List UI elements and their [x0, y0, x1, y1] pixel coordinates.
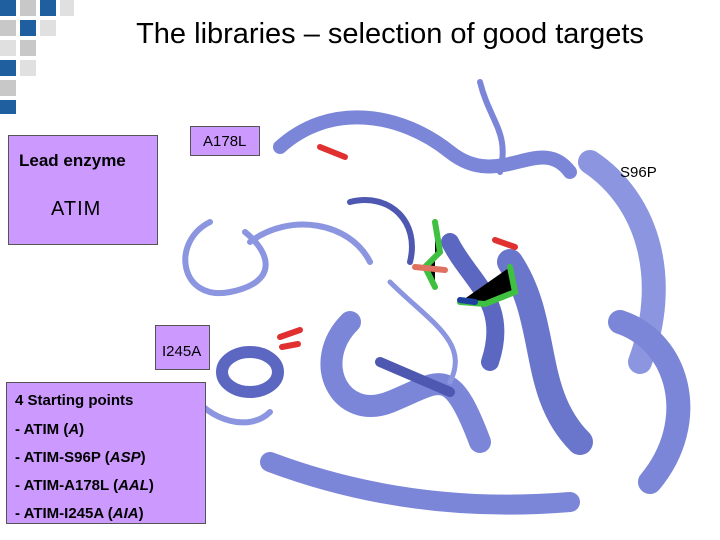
lead-enzyme-heading: Lead enzyme	[19, 151, 126, 170]
decorative-corner-squares	[0, 0, 74, 114]
list-item: - ATIM-I245A (AIA)	[15, 505, 144, 522]
mutation-a178l-box: A178L	[190, 126, 260, 156]
mutation-i245a-box: I245A	[155, 325, 210, 370]
starting-points-box: 4 Starting points - ATIM (A) - ATIM-S96P…	[6, 382, 206, 524]
mutation-i245a-label: I245A	[162, 343, 202, 360]
list-item: - ATIM (A)	[15, 421, 85, 438]
starting-points-list: - ATIM (A) - ATIM-S96P (ASP) - ATIM-A178…	[15, 421, 154, 533]
starting-points-heading: 4 Starting points	[15, 392, 134, 409]
slide-title: The libraries – selection of good target…	[136, 18, 644, 50]
list-item: - ATIM-S96P (ASP)	[15, 449, 146, 466]
mutation-a178l-label: A178L	[203, 133, 247, 150]
list-item: - ATIM-A178L (AAL)	[15, 477, 154, 494]
lead-enzyme-name: ATIM	[51, 198, 102, 220]
mutation-s96p-label: S96P	[620, 164, 657, 181]
lead-enzyme-box: Lead enzyme ATIM	[8, 135, 158, 245]
protein-structure-image	[182, 79, 691, 515]
